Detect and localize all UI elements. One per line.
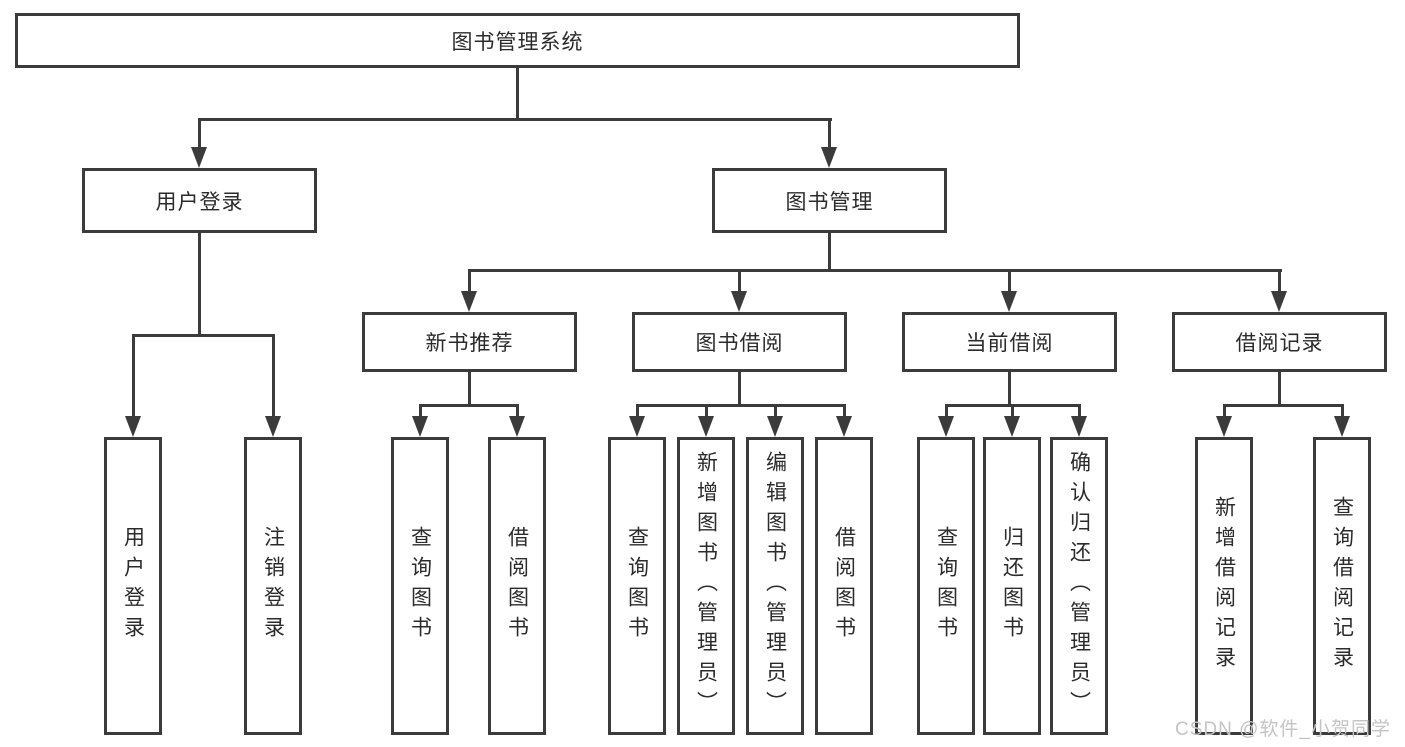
connector-line bbox=[516, 68, 519, 120]
leaf-label: 编辑图书（管理员） bbox=[763, 451, 787, 721]
leaf-add-book-admin: 新增图书（管理员） bbox=[677, 437, 735, 735]
arrow-down-icon bbox=[509, 416, 525, 437]
arrow-down-icon bbox=[938, 416, 954, 437]
connector-line bbox=[828, 233, 831, 272]
node-new-book-recommend: 新书推荐 bbox=[362, 312, 577, 372]
arrow-down-icon bbox=[265, 416, 281, 437]
leaf-borrow-book-recommend: 借阅图书 bbox=[488, 437, 546, 735]
node-user-login-branch: 用户登录 bbox=[82, 168, 317, 233]
connector-line bbox=[945, 404, 1081, 407]
node-root-system: 图书管理系统 bbox=[15, 13, 1020, 68]
connector-line bbox=[1008, 372, 1011, 406]
node-root-label: 图书管理系统 bbox=[451, 30, 584, 54]
leaf-label: 新增借阅记录 bbox=[1212, 496, 1236, 676]
leaf-label: 用户登录 bbox=[121, 526, 145, 646]
leaf-query-book-borrowing: 查询图书 bbox=[608, 437, 666, 735]
arrow-down-icon bbox=[629, 416, 645, 437]
arrow-down-icon bbox=[125, 416, 141, 437]
node-label: 当前借阅 bbox=[965, 332, 1054, 355]
leaf-label: 查询借阅记录 bbox=[1330, 496, 1354, 676]
leaf-label: 借阅图书 bbox=[505, 526, 529, 646]
leaf-edit-book-admin: 编辑图书（管理员） bbox=[746, 437, 804, 735]
connector-line bbox=[738, 272, 741, 292]
connector-line bbox=[198, 121, 201, 149]
arrow-down-icon bbox=[821, 147, 837, 168]
node-label: 图书管理 bbox=[785, 190, 874, 214]
connector-line bbox=[1278, 372, 1281, 406]
connector-line bbox=[1078, 407, 1081, 419]
connector-line bbox=[738, 372, 741, 406]
csdn-watermark: CSDN @软件_小贺同学 bbox=[1175, 719, 1391, 740]
connector-line bbox=[1341, 407, 1344, 419]
arrow-down-icon bbox=[412, 416, 428, 437]
node-book-borrowing: 图书借阅 bbox=[632, 312, 847, 372]
leaf-label: 查询图书 bbox=[625, 526, 649, 646]
arrow-down-icon bbox=[191, 147, 207, 168]
connector-line bbox=[1278, 272, 1281, 292]
leaf-query-borrow-record: 查询借阅记录 bbox=[1313, 437, 1371, 735]
node-label: 图书借阅 bbox=[695, 332, 784, 355]
connector-line bbox=[468, 372, 471, 406]
connector-line bbox=[198, 118, 832, 121]
leaf-label: 查询图书 bbox=[934, 526, 958, 646]
leaf-label: 借阅图书 bbox=[832, 526, 856, 646]
connector-line bbox=[132, 334, 275, 337]
leaf-label: 确认归还（管理员） bbox=[1067, 451, 1091, 721]
arrow-down-icon bbox=[461, 291, 477, 312]
arrow-down-icon bbox=[731, 291, 747, 312]
arrow-down-icon bbox=[1001, 291, 1017, 312]
arrow-down-icon bbox=[698, 416, 714, 437]
leaf-add-borrow-record: 新增借阅记录 bbox=[1195, 437, 1253, 735]
connector-line bbox=[419, 407, 422, 419]
leaf-label: 注销登录 bbox=[261, 526, 285, 646]
arrow-down-icon bbox=[1071, 416, 1087, 437]
connector-line bbox=[636, 407, 639, 419]
arrow-down-icon bbox=[1334, 416, 1350, 437]
leaf-confirm-return-admin: 确认归还（管理员） bbox=[1050, 437, 1108, 735]
connector-line bbox=[1008, 272, 1011, 292]
connector-line bbox=[132, 337, 135, 417]
connector-line bbox=[843, 407, 846, 419]
arrow-down-icon bbox=[836, 416, 852, 437]
connector-line bbox=[468, 269, 1282, 272]
node-book-management-branch: 图书管理 bbox=[712, 168, 947, 233]
leaf-user-login: 用户登录 bbox=[104, 437, 162, 735]
connector-line bbox=[636, 404, 846, 407]
connector-line bbox=[1011, 407, 1014, 419]
connector-line bbox=[198, 233, 201, 336]
connector-line bbox=[272, 337, 275, 417]
leaf-label: 查询图书 bbox=[408, 526, 432, 646]
connector-line bbox=[945, 407, 948, 419]
connector-line bbox=[828, 121, 831, 149]
node-current-borrowing: 当前借阅 bbox=[902, 312, 1117, 372]
arrow-down-icon bbox=[1271, 291, 1287, 312]
connector-line bbox=[1223, 407, 1226, 419]
leaf-query-book-current: 查询图书 bbox=[917, 437, 975, 735]
connector-line bbox=[419, 404, 519, 407]
leaf-return-book: 归还图书 bbox=[983, 437, 1041, 735]
connector-line bbox=[468, 272, 471, 292]
node-label: 新书推荐 bbox=[425, 332, 514, 355]
leaf-borrow-book: 借阅图书 bbox=[815, 437, 873, 735]
connector-line bbox=[774, 407, 777, 419]
leaf-label: 新增图书（管理员） bbox=[694, 451, 718, 721]
leaf-logout: 注销登录 bbox=[244, 437, 302, 735]
node-borrowing-records: 借阅记录 bbox=[1172, 312, 1387, 372]
connector-line bbox=[705, 407, 708, 419]
node-label: 借阅记录 bbox=[1235, 332, 1324, 355]
arrow-down-icon bbox=[1216, 416, 1232, 437]
node-label: 用户登录 bbox=[155, 190, 244, 214]
connector-line bbox=[1223, 404, 1344, 407]
arrow-down-icon bbox=[767, 416, 783, 437]
arrow-down-icon bbox=[1004, 416, 1020, 437]
leaf-query-book-recommend: 查询图书 bbox=[391, 437, 449, 735]
leaf-label: 归还图书 bbox=[1000, 526, 1024, 646]
connector-line bbox=[516, 407, 519, 419]
